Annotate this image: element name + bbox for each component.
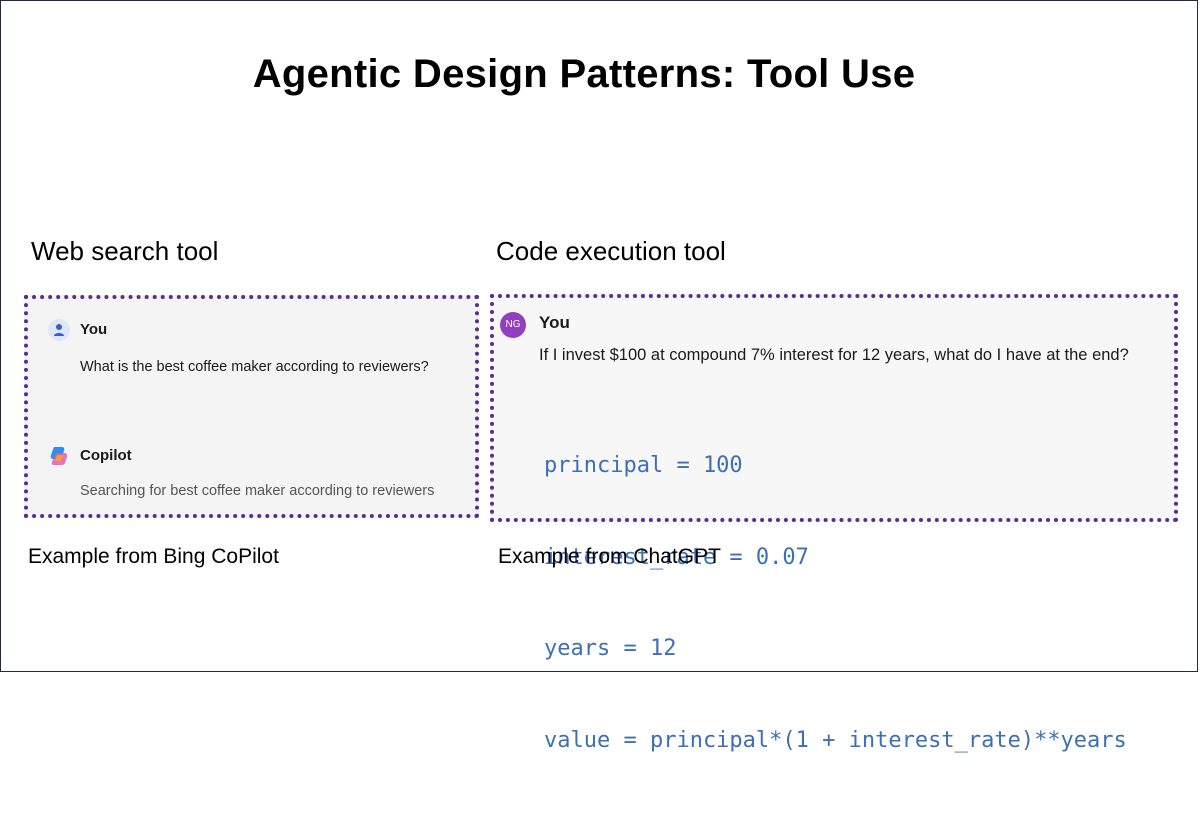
bing-copilot-panel: You What is the best coffee maker accord… xyxy=(24,295,479,518)
user-avatar xyxy=(48,319,70,341)
code-execution-label: Code execution tool xyxy=(496,236,726,266)
assistant-name: Copilot xyxy=(80,447,132,464)
code-line-value: value = principal*(1 + interest_rate)**y… xyxy=(544,727,1127,753)
user-message: What is the best coffee maker according … xyxy=(80,359,429,375)
slide-title: Agentic Design Patterns: Tool Use xyxy=(252,52,916,96)
user-avatar-ng: NG xyxy=(500,312,526,338)
slide-frame xyxy=(0,0,1198,672)
assistant-status: Searching for best coffee maker accordin… xyxy=(80,483,435,499)
copilot-logo-icon xyxy=(50,447,68,465)
code-line-interest-rate: interest_rate = 0.07 xyxy=(544,544,809,570)
chatgpt-panel: NG You If I invest $100 at compound 7% i… xyxy=(490,294,1178,753)
user-icon xyxy=(54,324,64,336)
chatgpt-user-name: You xyxy=(539,313,570,332)
bing-caption: Example from Bing CoPilot xyxy=(28,545,279,568)
code-line-principal: principal = 100 xyxy=(544,453,743,478)
chatgpt-user-message: If I invest $100 at compound 7% interest… xyxy=(539,346,1129,364)
code-line-years: years = 12 xyxy=(544,636,677,661)
user-name: You xyxy=(80,321,108,338)
web-search-label: Web search tool xyxy=(31,236,219,266)
code-block: principal = 100 interest_rate = 0.07 yea… xyxy=(544,390,1127,817)
chatgpt-caption: Example from ChatGPT xyxy=(498,545,721,568)
